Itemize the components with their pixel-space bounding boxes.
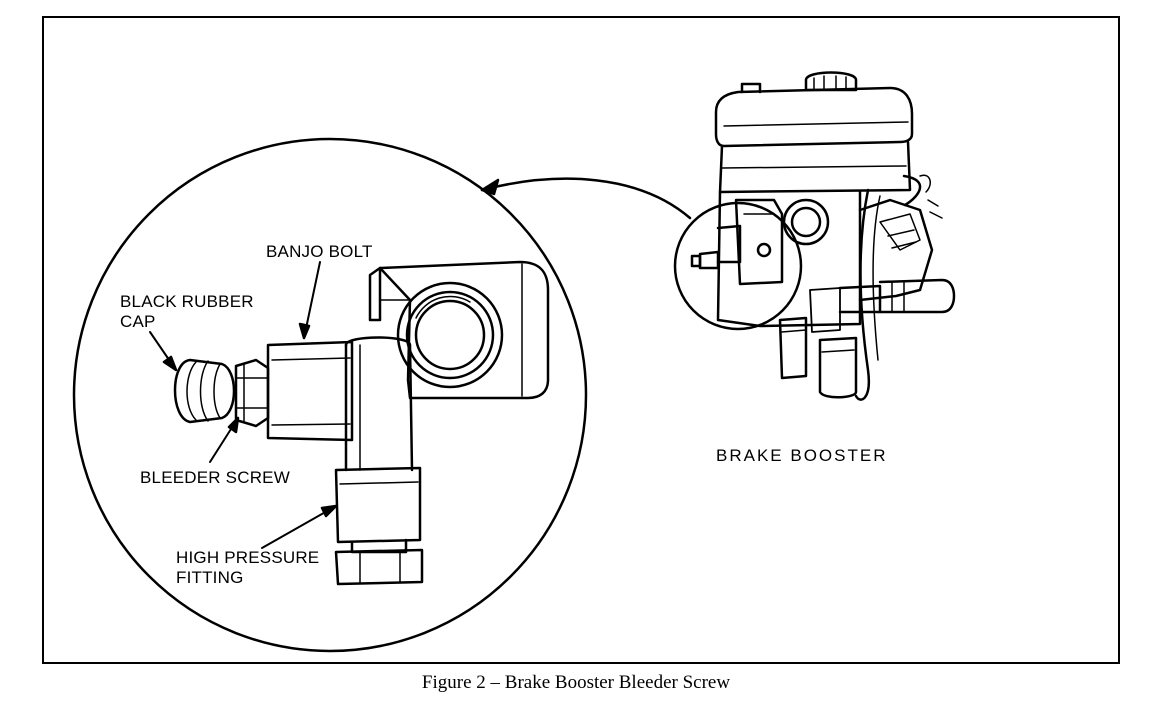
high-pressure-fitting-label-line2: FITTING xyxy=(176,568,244,587)
brake-booster-assembly xyxy=(690,71,956,401)
bleeder-location-circle xyxy=(673,201,803,331)
detail-magnify-circle xyxy=(72,137,588,653)
black-rubber-cap xyxy=(173,358,236,424)
banjo-bolt-label: BANJO BOLT xyxy=(266,242,373,261)
detail-pointer-arrow xyxy=(480,177,692,220)
banjo-bolt xyxy=(396,281,504,389)
black-rubber-cap-label-line2: CAP xyxy=(120,312,156,331)
figure-caption: Figure 2 – Brake Booster Bleeder Screw xyxy=(421,672,731,693)
fitting-barrel xyxy=(266,340,354,442)
bleeder-screw-label: BLEEDER SCREW xyxy=(140,468,290,487)
vertical-tube xyxy=(344,336,414,472)
figure-frame xyxy=(42,16,1120,664)
black-rubber-cap-label: BLACK RUBBER xyxy=(120,292,254,311)
detail-pointer-arrowhead xyxy=(480,178,500,196)
leader-high-pressure-fitting xyxy=(261,504,338,549)
brake-booster-label: BRAKE BOOSTER xyxy=(716,446,888,465)
banjo-body xyxy=(368,260,550,400)
leader-black-rubber-cap xyxy=(149,331,178,372)
high-pressure-fitting-label: HIGH PRESSURE xyxy=(176,548,320,567)
leader-bleeder-screw xyxy=(209,416,240,463)
leader-banjo-bolt xyxy=(298,261,321,340)
high-pressure-fitting xyxy=(334,466,424,586)
bleeder-screw xyxy=(234,358,270,428)
